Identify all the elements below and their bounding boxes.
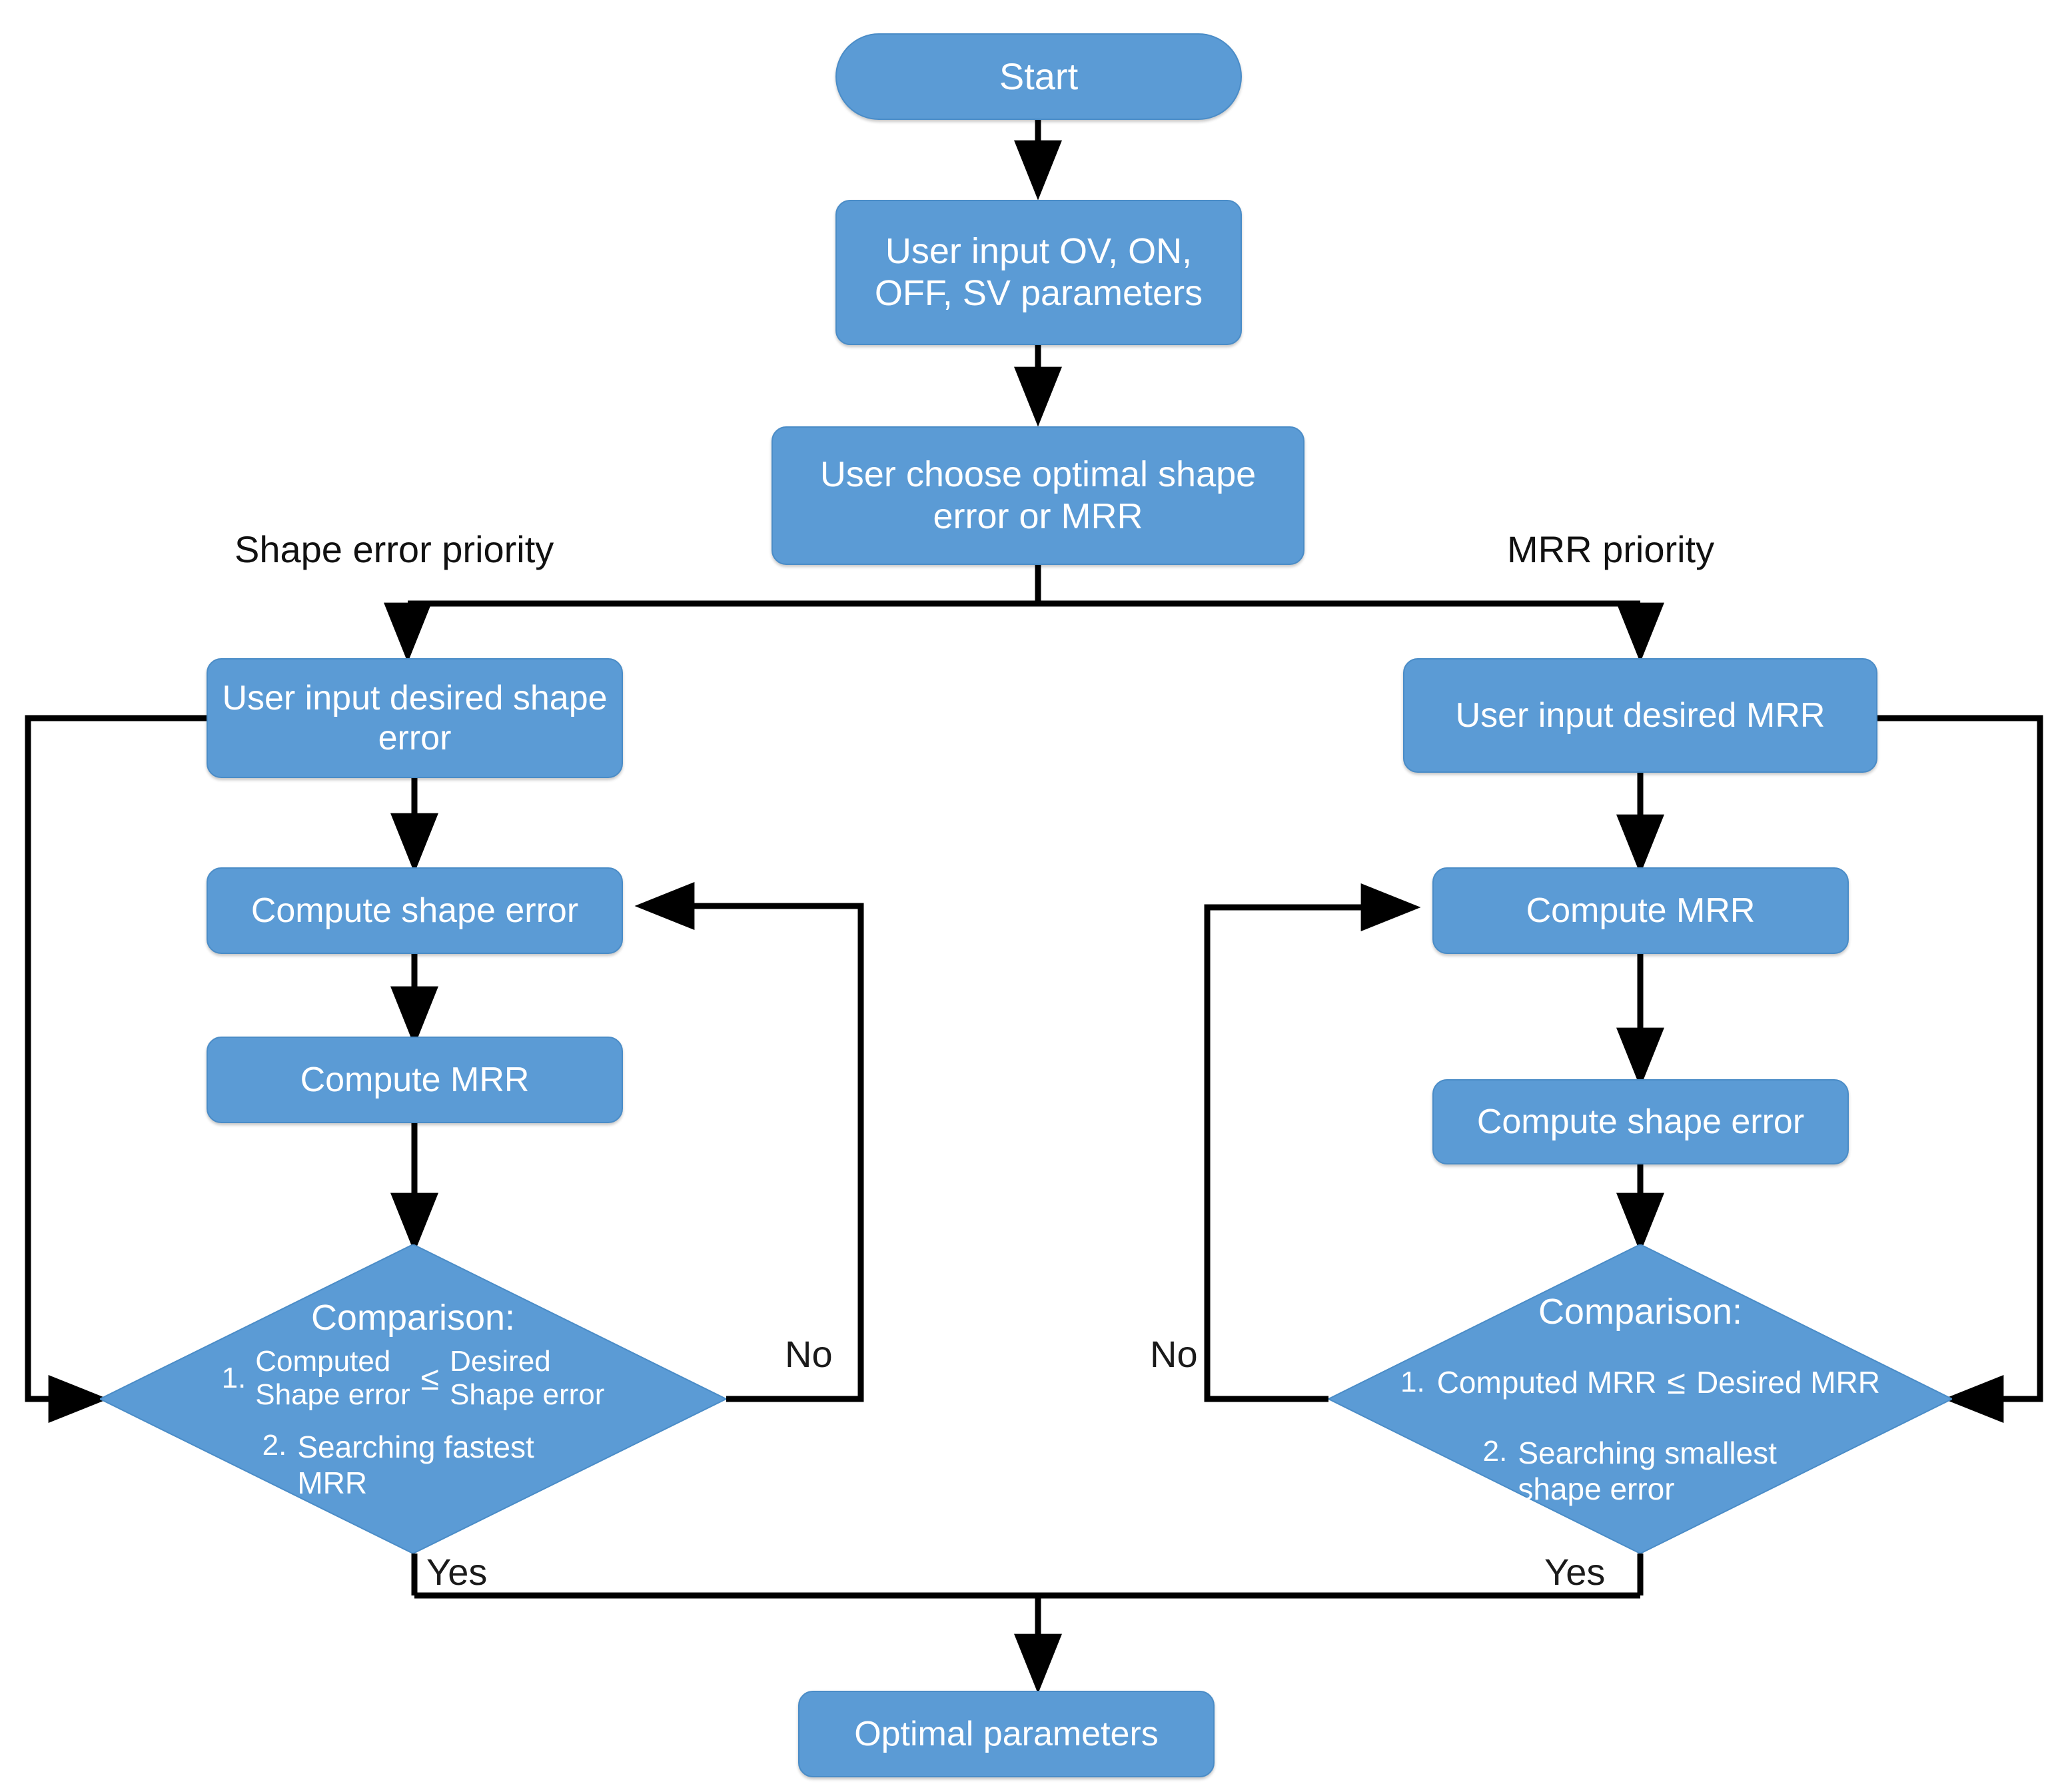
edge-label-left-yes: Yes [426,1551,488,1593]
branch-label-left: Shape error priority [235,528,554,570]
node-user-choose[interactable]: User choose optimal shape error or MRR [772,426,1304,565]
node-left-user-input-desired-shape-error[interactable]: User input desired shape error [207,658,623,778]
node-right-compute-shape-error[interactable]: Compute shape error [1432,1079,1849,1164]
node-user-choose-label: User choose optimal shape error or MRR [819,454,1257,536]
edge-right-outer-feedback [1877,715,2043,1423]
edge-label-right-yes: Yes [1544,1551,1606,1593]
node-left-compute-shape-error-label: Compute shape error [251,891,579,930]
node-start[interactable]: Start [835,33,1242,120]
node-optimal-parameters[interactable]: Optimal parameters [798,1691,1215,1777]
node-right-compute-shape-error-label: Compute shape error [1476,1102,1805,1141]
right-decision-diamond-shape [1328,1244,1952,1554]
branch-label-right: MRR priority [1507,528,1715,570]
node-left-compute-mrr[interactable]: Compute MRR [207,1037,623,1123]
node-right-compute-mrr[interactable]: Compute MRR [1432,867,1849,954]
edge-label-right-no: No [1150,1333,1198,1375]
node-right-user-input-desired-mrr[interactable]: User input desired MRR [1403,658,1877,773]
node-left-compute-mrr-label: Compute MRR [300,1060,530,1099]
node-left-decision[interactable]: Comparison: 1. Computed Shape error ≤ De… [100,1244,726,1554]
node-start-label: Start [999,55,1079,97]
edge-left-outer-feedback [25,715,207,1423]
edge-label-left-no: No [785,1333,833,1375]
node-right-compute-mrr-label: Compute MRR [1526,891,1756,930]
node-optimal-parameters-label: Optimal parameters [854,1714,1159,1753]
node-left-user-input-desired-shape-error-label: User input desired shape error [222,678,608,757]
node-user-input-parameters[interactable]: User input OV, ON, OFF, SV parameters [835,200,1242,345]
edge-left-no-loop [634,882,864,1402]
node-user-input-parameters-label: User input OV, ON, OFF, SV parameters [874,231,1203,313]
node-right-decision[interactable]: Comparison: 1. Computed MRR ≤ Desired MR… [1328,1244,1952,1554]
node-left-compute-shape-error[interactable]: Compute shape error [207,867,623,954]
edge-right-no-loop [1204,883,1421,1402]
node-right-user-input-desired-mrr-label: User input desired MRR [1455,695,1825,735]
left-decision-diamond-shape [100,1244,726,1554]
